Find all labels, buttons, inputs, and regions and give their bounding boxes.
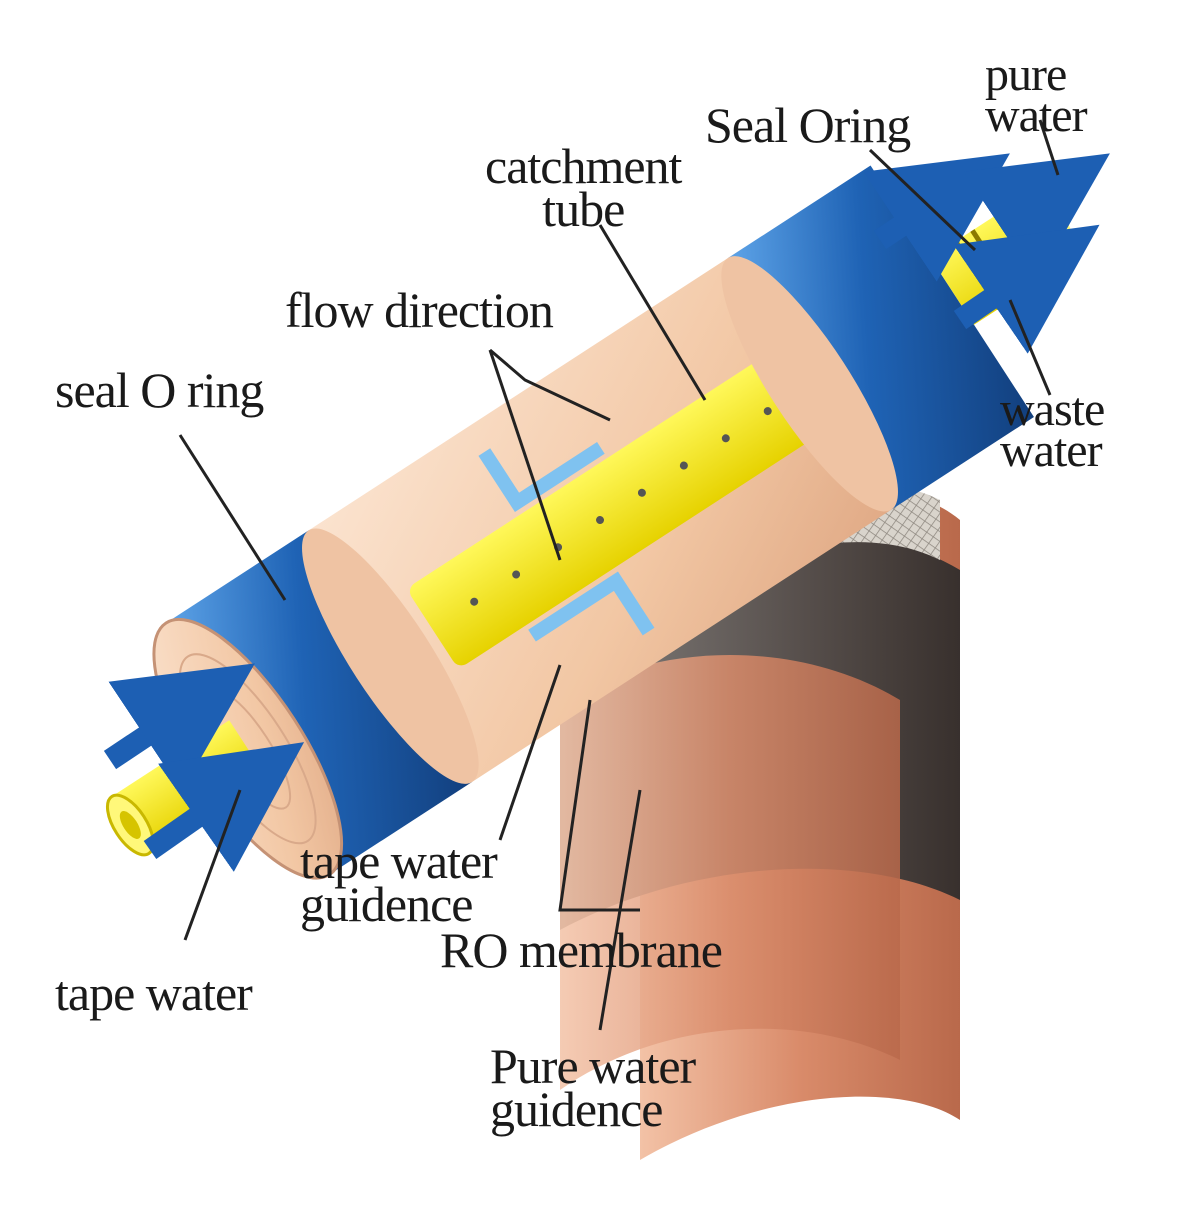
flow-arrow-lower	[528, 571, 655, 642]
label-waste-water: waste water	[1000, 383, 1105, 477]
label-pure-water-guidence: Pure water guidence	[490, 1038, 696, 1137]
leader-lines	[178, 119, 1060, 1031]
flow-arrow-upper	[478, 442, 605, 513]
label-seal-oring: Seal Oring	[705, 97, 911, 153]
label-tape-water: tape water	[55, 965, 253, 1021]
label-seal-o-ring: seal O ring	[55, 362, 264, 418]
label-tape-water-guidence: tape water guidence	[300, 833, 498, 932]
catchment-tube-shape	[409, 358, 816, 666]
left-end-cap	[166, 530, 473, 875]
pure-water-guidence-front	[560, 655, 900, 1090]
outlet-arrows	[863, 153, 1110, 354]
label-pure-water: pure water	[985, 48, 1088, 142]
label-catchment-tube: catchment tube	[485, 138, 682, 237]
label-flow-direction: flow direction	[285, 282, 554, 338]
membrane-cylinder	[105, 165, 1078, 880]
feed-arrows	[103, 663, 305, 872]
label-ro-membrane: RO membrane	[440, 922, 723, 978]
right-end-cap	[727, 165, 1034, 510]
